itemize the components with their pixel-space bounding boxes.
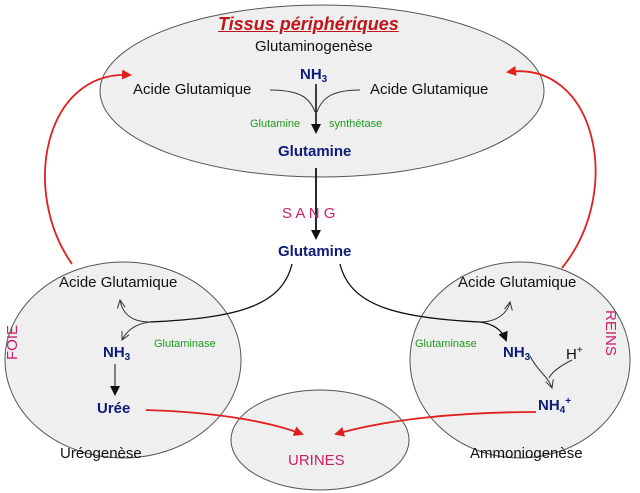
reins-hplus-base: H	[566, 346, 577, 363]
reins-nh4-base: NH	[538, 397, 560, 414]
reins-hplus-sup: +	[576, 345, 583, 356]
foie-acide: Acide Glutamique	[59, 274, 178, 291]
reins-return-arrow	[506, 65, 597, 269]
reins-nh3-base: NH	[503, 344, 525, 361]
nh4-to-urines-arrow	[334, 411, 537, 437]
urines-label: URINES	[288, 452, 345, 469]
foie-nh3: NH3	[103, 345, 130, 363]
foie-process: Uréogenèse	[60, 445, 142, 462]
reins-nh4: NH4+	[538, 397, 571, 416]
tissus-glutamine: Glutamine	[278, 143, 352, 160]
reins-process: Ammoniogenèse	[470, 445, 583, 462]
foie-ellipse	[4, 261, 242, 459]
foie-label: FOIE	[4, 324, 21, 360]
reins-hplus: H+	[566, 345, 583, 363]
tissus-nh3: NH3	[300, 67, 327, 85]
foie-branch-acide	[120, 300, 151, 323]
foie-return-arrow	[44, 69, 132, 265]
reins-branch-nh3	[479, 321, 508, 342]
sang-glutamine: Glutamine	[278, 243, 352, 260]
tissus-nh3-base: NH	[300, 66, 322, 83]
reins-label: REINS	[602, 310, 619, 356]
reins-nh3: NH3	[503, 345, 530, 363]
uree-to-urines-arrow	[145, 409, 304, 436]
foie-branch-nh3	[122, 321, 151, 340]
reins-acide: Acide Glutamique	[458, 274, 577, 291]
merge-curve-left	[269, 89, 316, 113]
reins-branch-acide	[479, 302, 510, 323]
reins-nh4-sup: +	[565, 396, 572, 407]
foie-nh3-sub: 3	[124, 352, 131, 363]
reins-enzyme: Glutaminase	[415, 338, 477, 350]
tissus-ellipse	[99, 4, 545, 178]
tissus-title: Tissus périphériques	[218, 14, 399, 34]
foie-uree: Urée	[97, 400, 131, 417]
merge-curve-right	[316, 89, 361, 113]
foie-enzyme: Glutaminase	[154, 338, 216, 350]
reins-hplus-curve	[548, 359, 573, 379]
to-foie-curve	[149, 263, 293, 323]
to-reins-curve	[339, 263, 481, 323]
reins-nh3-sub: 3	[524, 352, 531, 363]
reins-nh4-sub: 4	[559, 405, 566, 416]
tissus-subtitle: Glutaminogenèse	[255, 38, 373, 55]
tissus-acide-right: Acide Glutamique	[370, 81, 489, 98]
reins-ellipse	[409, 261, 631, 459]
reins-nh3-to-nh4-curve	[529, 355, 552, 388]
sang-label: S A N G	[282, 205, 336, 222]
tissus-enzyme-a: Glutamine	[250, 118, 301, 130]
tissus-nh3-sub: 3	[321, 74, 328, 85]
foie-nh3-base: NH	[103, 344, 125, 361]
tissus-enzyme-b: synthétase	[329, 118, 383, 130]
tissus-acide-left: Acide Glutamique	[133, 81, 252, 98]
urines-ellipse	[230, 389, 410, 491]
